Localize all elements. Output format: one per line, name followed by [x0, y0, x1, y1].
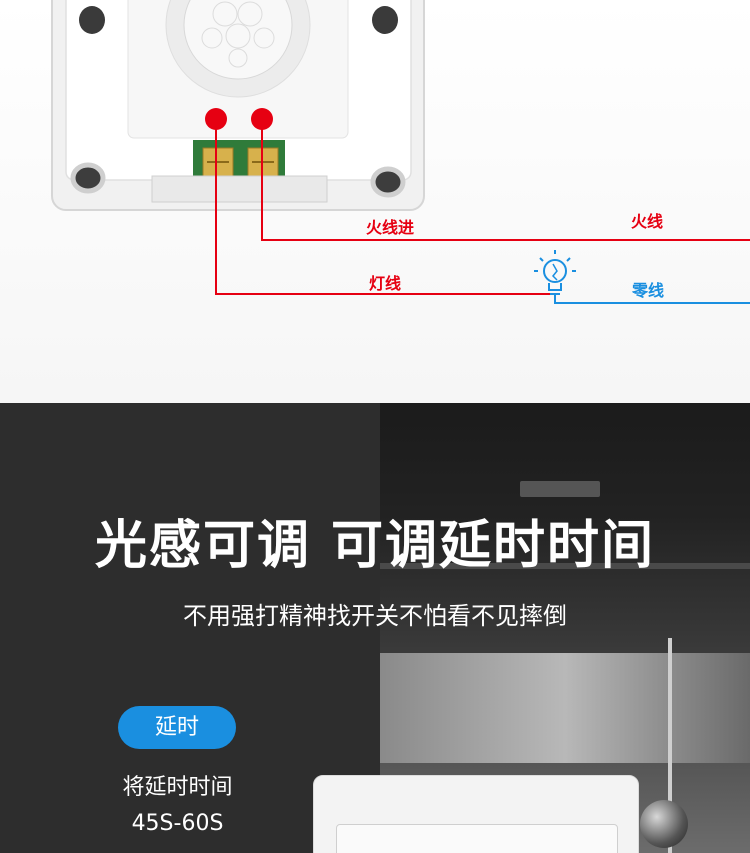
feature-subline: 不用强打精神找开关不怕看不见摔倒: [183, 602, 567, 630]
delay-range: 45S-60S: [131, 811, 224, 836]
neutral-wire: [554, 294, 750, 304]
lamp-wire-label: 灯线: [369, 274, 402, 293]
live-label: 火线: [631, 212, 664, 231]
screw-slot-icon: [370, 166, 406, 198]
light-bulb-icon: [534, 250, 576, 295]
delay-pill: 延时: [118, 706, 236, 749]
cabinet-edge: [380, 563, 750, 569]
sensor-switch-panel: [313, 775, 639, 853]
pir-lens-facets: [201, 1, 275, 68]
mount-hole-icon: [79, 6, 105, 34]
screw-slot-icon: [70, 162, 106, 194]
wiring-diagram: 火线进 火线 灯线 零线: [0, 0, 750, 403]
live-wire: [261, 119, 750, 241]
terminal-base: [151, 175, 328, 203]
sensor-switch-face: [336, 824, 618, 853]
ceiling-light-icon: [520, 481, 600, 497]
live-in-label: 火线进: [366, 218, 415, 237]
feature-banner: 光感可调 可调延时时间 不用强打精神找开关不怕看不见摔倒 延时 将延时时间 45…: [0, 403, 750, 853]
delay-description: 将延时时间: [122, 775, 233, 800]
feature-headline: 光感可调 可调延时时间: [94, 516, 656, 576]
lamp-icon: [640, 800, 688, 848]
window-area: [380, 653, 750, 763]
mount-hole-icon: [372, 6, 398, 34]
neutral-label: 零线: [632, 281, 665, 300]
pir-lens: [183, 0, 293, 80]
curtain-rod: [668, 638, 672, 853]
lamp-wire: [215, 119, 555, 295]
wiring-graphic: [51, 0, 750, 304]
